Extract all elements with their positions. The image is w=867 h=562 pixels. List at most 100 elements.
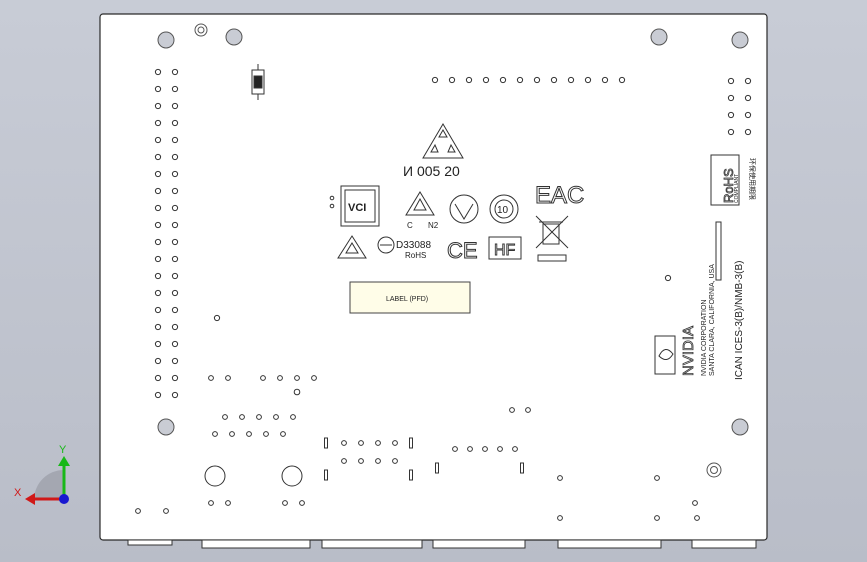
slot-hole [409, 437, 413, 449]
via-hole [557, 515, 563, 521]
vci-mark: VCI [340, 185, 380, 227]
svg-text:HF: HF [494, 242, 516, 259]
via-hole [341, 440, 347, 446]
via-hole [154, 340, 162, 348]
via-hole [154, 204, 162, 212]
via-hole [171, 119, 179, 127]
via-hole [744, 94, 752, 102]
via-hole [692, 500, 698, 506]
via-hole [260, 375, 266, 381]
svg-text:CE: CE [447, 238, 478, 263]
via-hole [163, 508, 169, 514]
via-hole [171, 323, 179, 331]
via-hole [171, 221, 179, 229]
via-hole [533, 76, 541, 84]
via-hole [499, 76, 507, 84]
via-hole [727, 94, 735, 102]
via-hole [171, 187, 179, 195]
via-hole [229, 431, 235, 437]
ce-mark: CE [447, 238, 479, 264]
via-hole [171, 85, 179, 93]
svg-text:D33088: D33088 [396, 240, 431, 251]
via-hole [171, 272, 179, 280]
smd-component [251, 64, 265, 100]
via-hole [512, 446, 518, 452]
via-hole [727, 111, 735, 119]
via-hole [392, 458, 398, 464]
ctick-icon [449, 194, 479, 224]
via-hole [225, 500, 231, 506]
via-hole [497, 446, 503, 452]
via-hole [225, 375, 231, 381]
corp-line1: NVIDIA CORPORATION [701, 300, 708, 377]
via-hole [171, 170, 179, 178]
via-hole [482, 446, 488, 452]
via-hole [431, 76, 439, 84]
via-hole [246, 431, 252, 437]
connector-row [127, 539, 757, 549]
via-hole [171, 340, 179, 348]
via-hole [154, 306, 162, 314]
via-hole [222, 414, 228, 420]
via-hole [213, 314, 221, 322]
nvidia-logo-icon [654, 335, 676, 375]
via-hole [727, 77, 735, 85]
ican-text: ICAN ICES-3(B)/NMB-3(B) [734, 261, 745, 380]
svg-text:RoHS: RoHS [721, 168, 736, 203]
via-hole [618, 76, 626, 84]
triangle-mark-icon [405, 191, 435, 216]
via-hole [375, 440, 381, 446]
via-hole [154, 255, 162, 263]
rohs-badge: RoHS COMPLIANT [710, 154, 740, 206]
y-axis-label: Y [59, 444, 67, 456]
recycle-triangle-icon [422, 123, 464, 159]
via-hole [567, 76, 575, 84]
mounting-holes [157, 28, 749, 436]
slot-hole [435, 462, 439, 474]
via-hole [171, 289, 179, 297]
svg-text:EAC: EAC [535, 182, 584, 209]
via-hole [465, 76, 473, 84]
via-hole [294, 375, 300, 381]
via-hole [154, 323, 162, 331]
via-hole [392, 440, 398, 446]
via-hole [744, 77, 752, 85]
via-hole [208, 500, 214, 506]
via-hole [375, 458, 381, 464]
lifecycle-10-icon: 10 [489, 194, 519, 224]
via-hole [584, 76, 592, 84]
c-mark: C [407, 221, 413, 230]
via-hole [452, 446, 458, 452]
knob-hole [204, 465, 226, 487]
via-hole [482, 76, 490, 84]
via-hole [341, 458, 347, 464]
via-hole [263, 431, 269, 437]
via-hole [171, 357, 179, 365]
ring-holes [194, 23, 722, 478]
knob-hole [281, 465, 303, 487]
via-hole [154, 102, 162, 110]
via-hole [154, 391, 162, 399]
bottom-components [135, 375, 700, 521]
via-hole [171, 391, 179, 399]
slot-hole [324, 437, 328, 449]
via-hole [277, 375, 283, 381]
via-hole [550, 76, 558, 84]
n2-mark: N2 [428, 221, 439, 230]
via-hole [282, 500, 288, 506]
hf-mark: HF [488, 236, 522, 260]
x-axis-label: X [14, 487, 22, 499]
via-hole [154, 238, 162, 246]
via-hole [154, 221, 162, 229]
via-hole [293, 388, 301, 396]
slot-hole [520, 462, 524, 474]
via-hole [171, 255, 179, 263]
via-hole [154, 272, 162, 280]
via-hole [654, 515, 660, 521]
slot-hole [324, 469, 328, 481]
eac-mark: EAC [535, 182, 585, 210]
hazard-mark-icon [337, 235, 367, 259]
via-hole [280, 431, 286, 437]
via-hole [154, 119, 162, 127]
